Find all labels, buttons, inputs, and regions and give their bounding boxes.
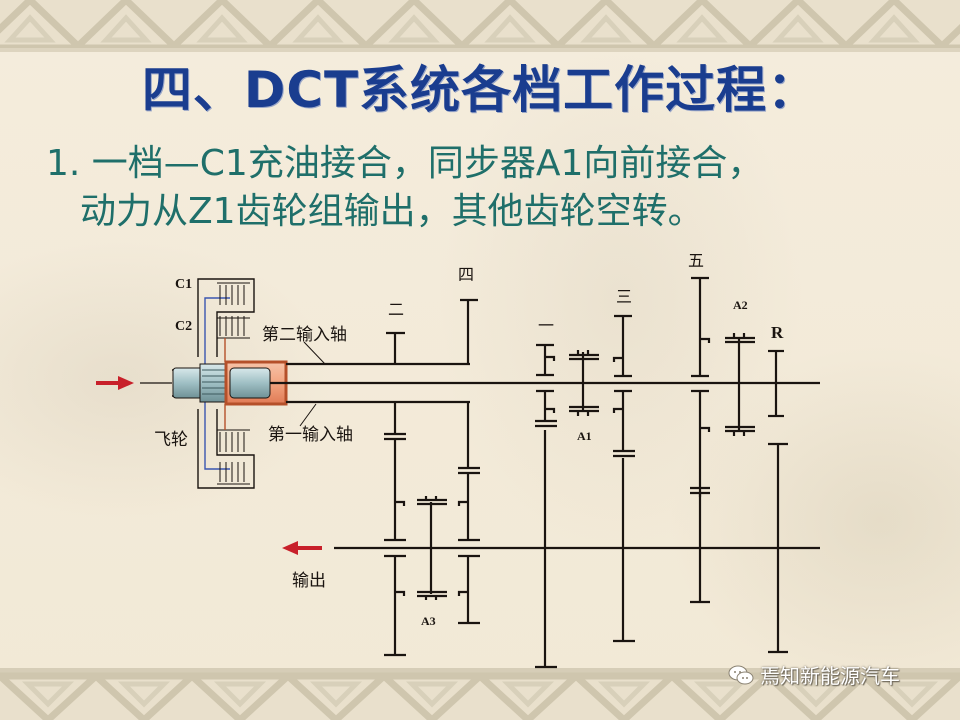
label-gear-4: 四 xyxy=(458,267,474,284)
input-shafts xyxy=(270,298,820,475)
label-flywheel: 飞轮 xyxy=(154,430,188,449)
label-c2: C2 xyxy=(175,319,192,334)
label-first-input-shaft: 第一输入轴 xyxy=(268,425,353,444)
watermark-text: 焉知新能源汽车 xyxy=(760,664,900,688)
output-shaft xyxy=(334,430,820,669)
description-line-2: 动力从Z1齿轮组输出，其他齿轮空转。 xyxy=(80,191,704,232)
wechat-icon xyxy=(728,665,754,684)
clutch-assembly xyxy=(172,278,255,489)
label-gear-r: R xyxy=(771,323,784,342)
label-sync-a3: A3 xyxy=(421,614,436,628)
label-gear-2: 二 xyxy=(388,302,404,319)
label-gear-3: 三 xyxy=(616,289,632,306)
input-arrow-icon xyxy=(96,376,172,390)
watermark: 焉知新能源汽车 xyxy=(728,660,900,689)
decorative-border-bottom xyxy=(0,668,960,720)
slide-title: 四、DCT系统各档工作过程： xyxy=(141,61,819,119)
main-shaft-gears xyxy=(535,276,784,488)
label-c1: C1 xyxy=(175,277,192,292)
label-gear-5: 五 xyxy=(688,253,704,270)
label-gear-1: 一 xyxy=(538,318,554,335)
label-second-input-shaft: 第二输入轴 xyxy=(262,325,347,344)
decorative-border-top xyxy=(0,0,960,52)
slide-description: 1. 一档—C1充油接合，同步器A1向前接合， 动力从Z1齿轮组输出，其他齿轮空… xyxy=(46,140,763,236)
output-arrow-icon xyxy=(282,541,322,555)
label-sync-a2: A2 xyxy=(733,298,748,312)
description-line-1: 1. 一档—C1充油接合，同步器A1向前接合， xyxy=(46,143,764,184)
input-shaft-hub xyxy=(172,360,288,406)
label-sync-a1: A1 xyxy=(577,429,592,443)
label-output: 输出 xyxy=(292,571,326,590)
